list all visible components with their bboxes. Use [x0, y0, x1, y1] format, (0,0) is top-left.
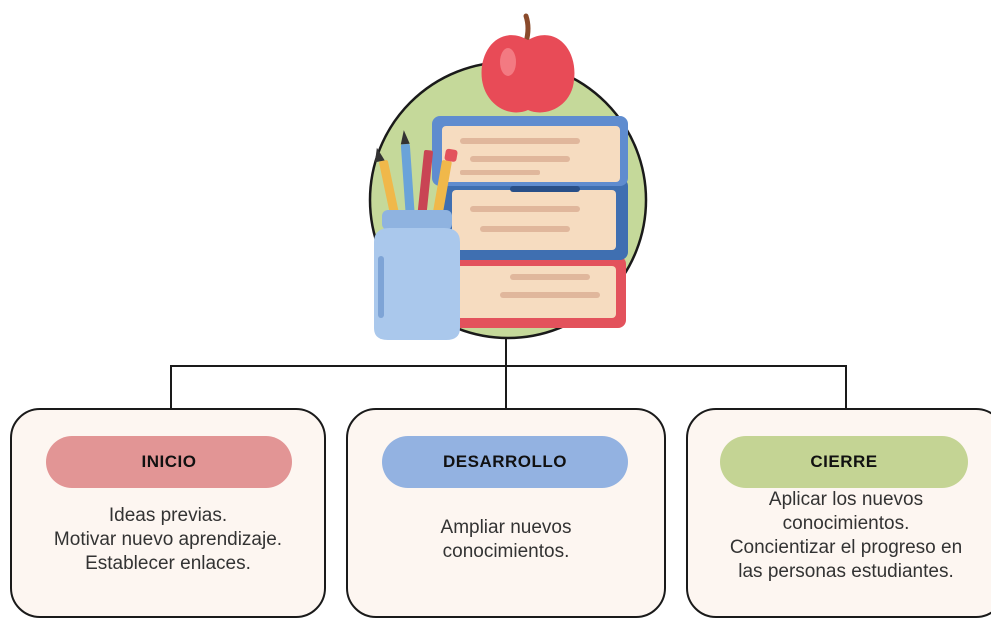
cierre-line: conocimientos. — [782, 513, 910, 534]
inicio-line: Motivar nuevo aprendizaje. — [53, 529, 283, 550]
card-cierre: CIERRE Aplicar los nuevos conocimientos.… — [686, 408, 991, 618]
cierre-line: Aplicar los nuevos — [768, 489, 924, 510]
inicio-line: Establecer enlaces. — [85, 553, 251, 574]
inicio-title-pill: INICIO — [46, 436, 292, 488]
connector-lines — [170, 336, 847, 409]
cierre-line: Concientizar el progreso en — [729, 537, 963, 558]
cierre-description: Aplicar los nuevos conocimientos. Concie… — [688, 488, 991, 584]
card-inicio: INICIO Ideas previas. Motivar nuevo apre… — [10, 408, 326, 618]
desarrollo-line: Ampliar nuevos — [440, 517, 572, 538]
desarrollo-title-pill: DESARROLLO — [382, 436, 628, 488]
cierre-title-pill: CIERRE — [720, 436, 968, 488]
cierre-line: las personas estudiantes. — [738, 561, 954, 582]
apple-books-pencils-icon — [360, 10, 650, 346]
desarrollo-line: conocimientos. — [442, 541, 570, 562]
desarrollo-description: Ampliar nuevos conocimientos. — [348, 516, 664, 564]
inicio-line: Ideas previas. — [108, 505, 228, 526]
card-desarrollo: DESARROLLO Ampliar nuevos conocimientos. — [346, 408, 666, 618]
inicio-description: Ideas previas. Motivar nuevo aprendizaje… — [12, 504, 324, 576]
